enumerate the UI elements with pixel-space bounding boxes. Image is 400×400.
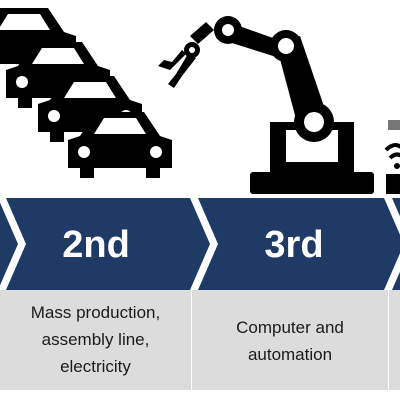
description-line: assembly line, (41, 330, 150, 349)
wifi-icon (384, 120, 400, 194)
chevron-divider (384, 198, 400, 290)
description-line: Computer and (236, 318, 344, 337)
description-line: electricity (60, 357, 131, 376)
stage-label-2nd: 2nd (62, 224, 130, 266)
stage-label-3rd: 3rd (264, 224, 324, 266)
chevron-divider (190, 198, 218, 290)
description-cell-next (389, 290, 400, 390)
robot-arm-icon (158, 16, 374, 194)
description-cell-3rd (192, 290, 388, 390)
car-icon (68, 112, 172, 178)
description-2nd: Mass production, assembly line, electric… (0, 299, 191, 380)
description-line: Mass production, (30, 303, 161, 322)
car-stack (0, 8, 172, 178)
description-cell-2nd (0, 290, 191, 390)
stage-band (0, 198, 400, 290)
chevron-divider (0, 198, 26, 290)
description-line: automation (247, 345, 333, 364)
illustration-strip (0, 8, 400, 194)
description-3rd: Computer and automation (192, 314, 388, 368)
